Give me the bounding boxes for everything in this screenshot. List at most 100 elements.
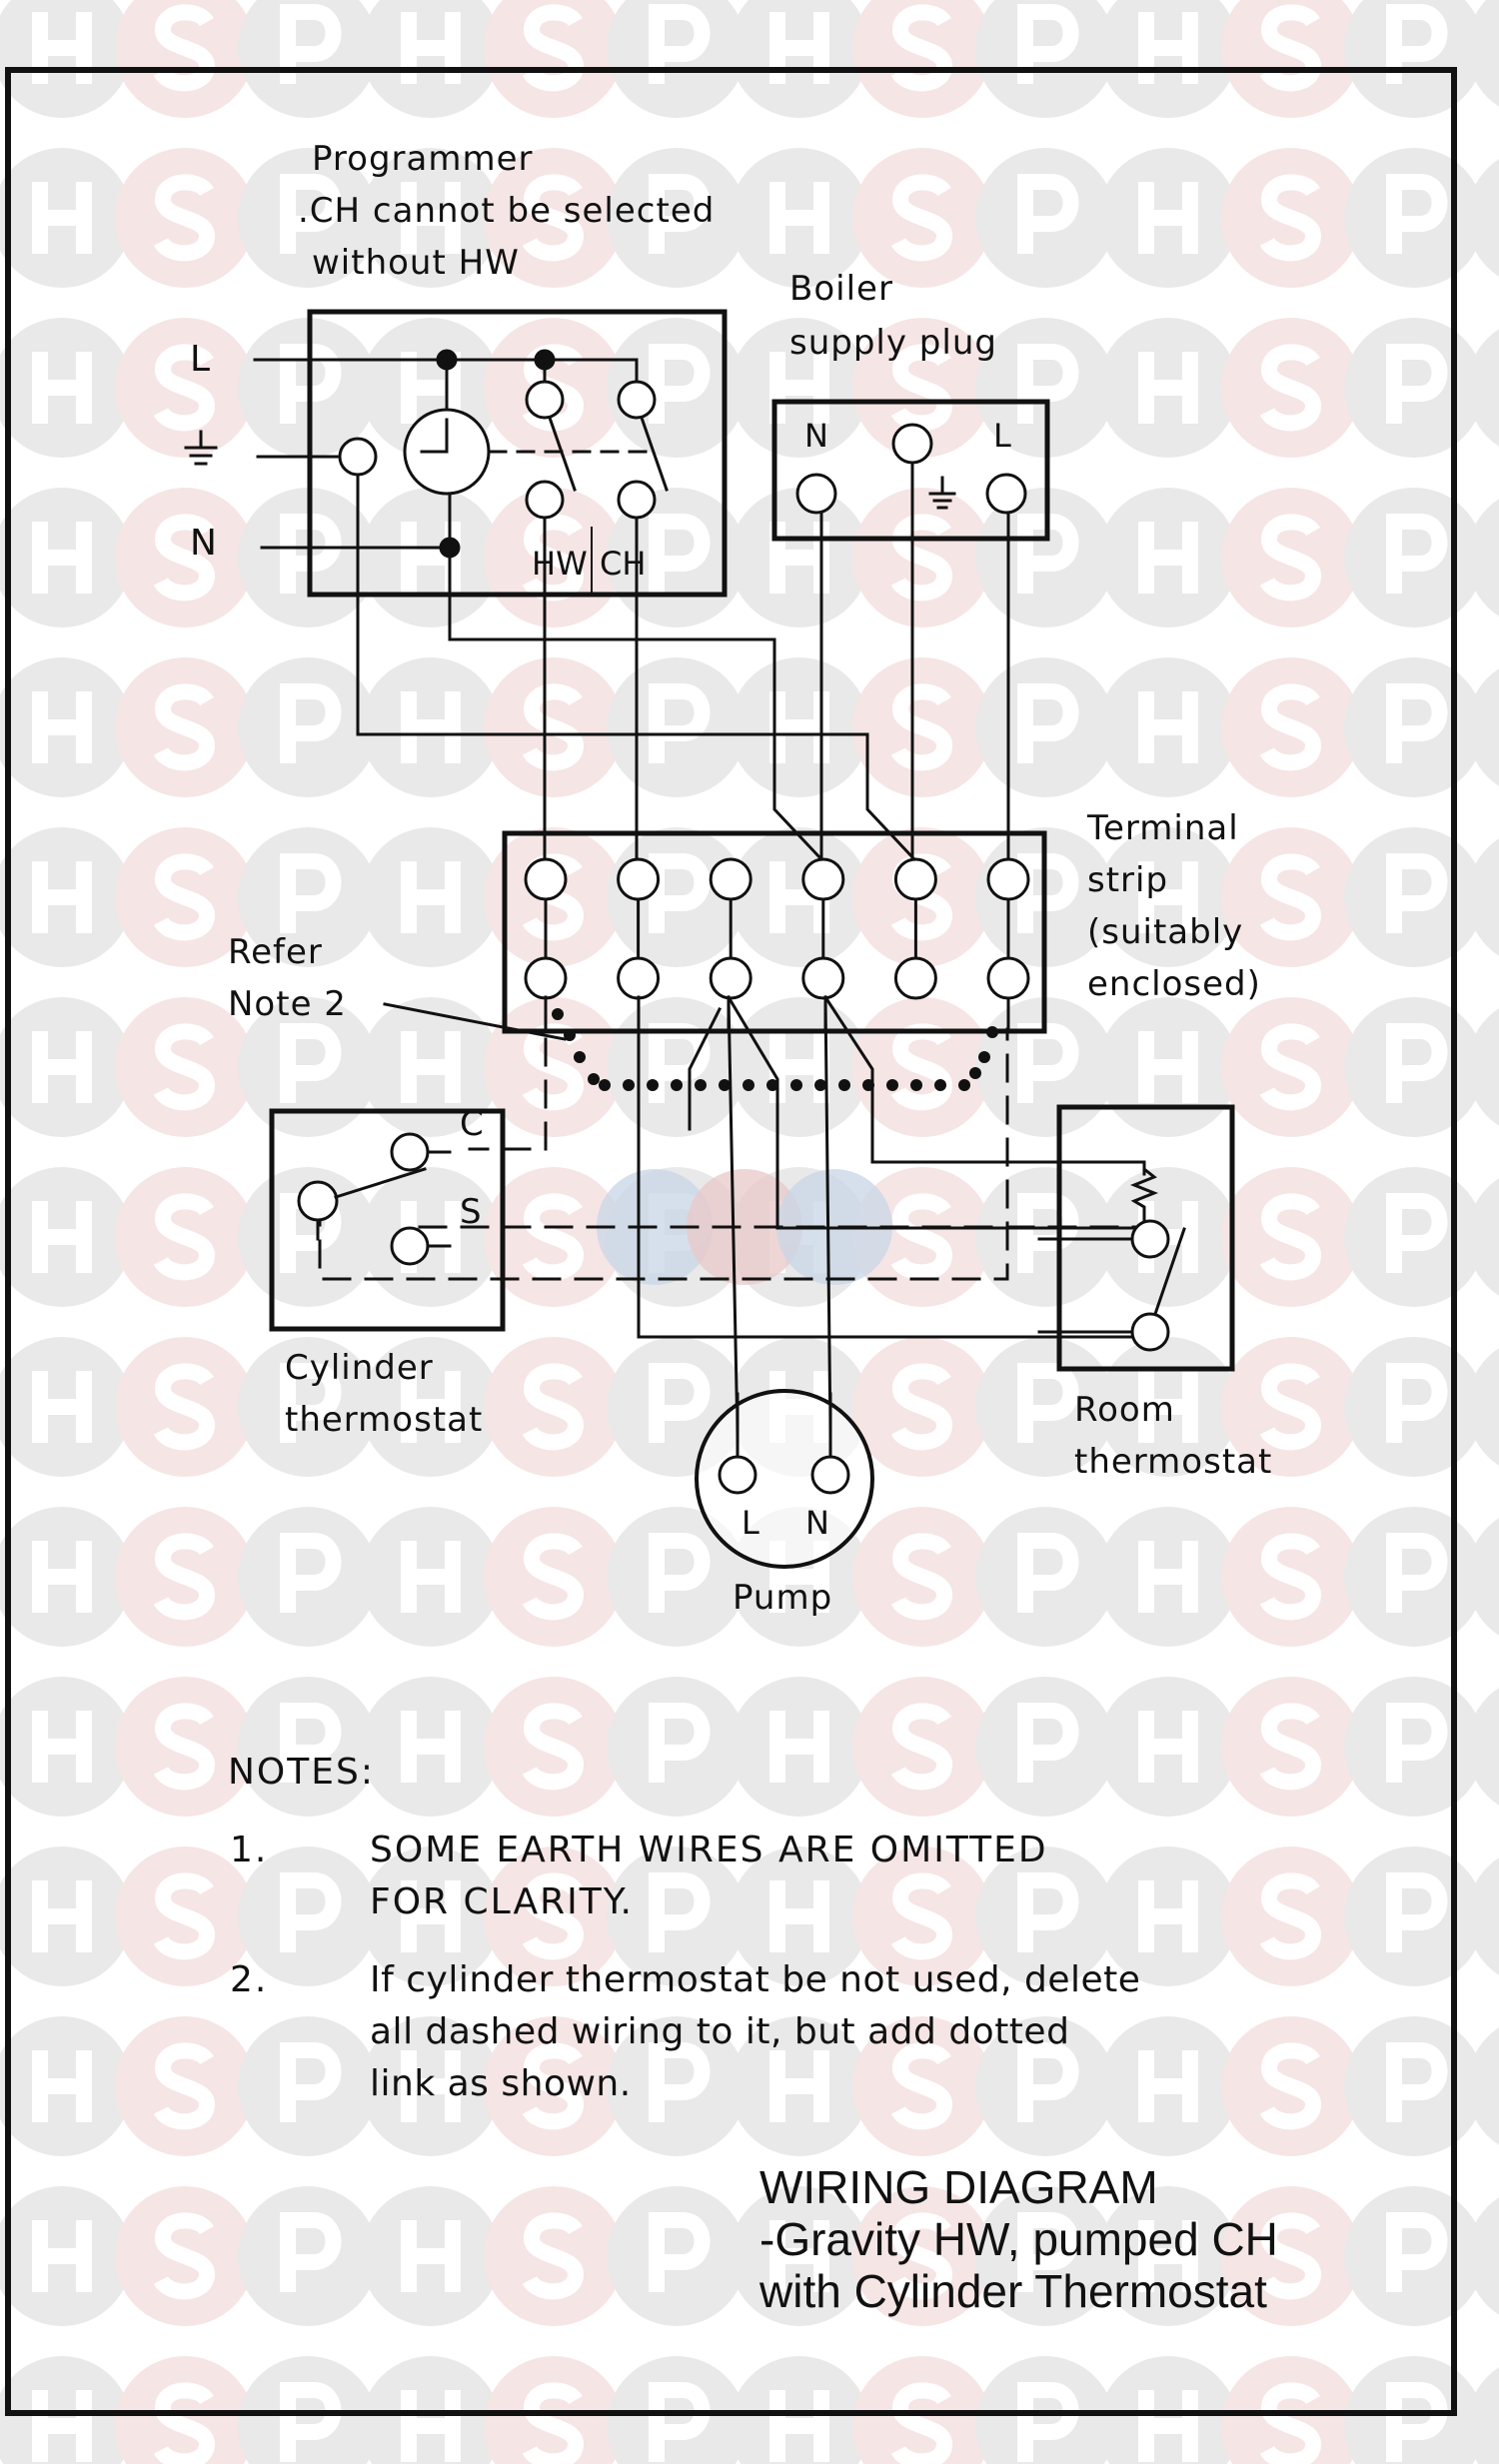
boiler-plug-subtitle: supply plug: [789, 323, 997, 363]
watermark-glyph-s: [153, 1533, 216, 1621]
ch-switch-blade: [640, 416, 669, 492]
watermark-glyph-h: [32, 1201, 92, 1273]
dotted-link-dot: [599, 1079, 611, 1091]
watermark-glyph-s: [153, 2042, 216, 2130]
pump: [695, 1389, 874, 1569]
watermark-glyph-s: [522, 2382, 585, 2464]
watermark-glyph-s: [1259, 853, 1322, 941]
watermark-circle: [1467, 0, 1499, 107]
watermark-glyph-h: [769, 2050, 829, 2122]
watermark-glyph-s: [1259, 1363, 1322, 1451]
watermark-glyph-h: [1138, 2220, 1198, 2292]
watermark-glyph-p: [1386, 1703, 1448, 1783]
watermark-glyph-p: [649, 683, 711, 763]
watermark-glyph-s: [153, 1363, 216, 1451]
watermark-glyph-h: [769, 2220, 829, 2292]
dotted-link-dot: [574, 1051, 586, 1063]
watermark-glyph-s: [1259, 1872, 1322, 1960]
watermark-glyph-p: [1017, 2042, 1079, 2122]
watermark-glyph-s: [153, 2212, 216, 2300]
dotted-link-dot: [862, 1079, 874, 1091]
watermark-circle: [1467, 1348, 1499, 1466]
watermark-glyph-s: [153, 853, 216, 941]
note-2-line3: link as shown.: [370, 2063, 632, 2104]
note-2-line1: If cylinder thermostat be not used, dele…: [370, 1959, 1141, 2000]
boiler-live-label: L: [993, 417, 1011, 455]
earth-terminal: [338, 437, 378, 477]
diagram-title-line3: with Cylinder Thermostat: [759, 2265, 1267, 2317]
watermark-glyph-s: [890, 2382, 953, 2464]
watermark-glyph-p: [649, 2212, 711, 2292]
watermark-circle: [1467, 499, 1499, 616]
watermark-glyph-h: [32, 1541, 92, 1613]
watermark-glyph-h: [401, 1031, 461, 1103]
watermark-glyph-h: [1138, 1880, 1198, 1952]
watermark-circle: [1467, 838, 1499, 956]
cylinder-switch-blade: [334, 1167, 427, 1199]
watermark-glyph-p: [1017, 174, 1079, 254]
note-2-number: 2.: [230, 1959, 269, 2000]
terminal-2-top: [617, 857, 661, 901]
terminal-1-bottom: [524, 956, 568, 1000]
hsp-logo: [597, 1169, 892, 1285]
watermark-glyph-s: [890, 1872, 953, 1960]
programmer-note-line1: .CH cannot be selected: [298, 191, 716, 231]
pump-neutral-terminal: [810, 1455, 850, 1495]
watermark-glyph-s: [890, 683, 953, 771]
diagram-title-line1: WIRING DIAGRAM: [759, 2161, 1158, 2213]
dotted-link-dot: [958, 1079, 970, 1091]
watermark-circle: [1467, 2027, 1499, 2145]
terminal-6-top: [986, 857, 1030, 901]
watermark-glyph-s: [153, 1193, 216, 1281]
watermark-glyph-h: [1138, 2050, 1198, 2122]
watermark-glyph-h: [1138, 861, 1198, 933]
watermark-glyph-h: [1138, 1541, 1198, 1613]
room-stat-switch-blade: [1153, 1227, 1186, 1316]
watermark-circle: [484, 0, 624, 118]
watermark-circle: [361, 0, 501, 118]
watermark-glyph-s: [1259, 1193, 1322, 1281]
cylinder-common-label: C: [460, 1104, 485, 1144]
watermark-glyph-s: [890, 2212, 953, 2300]
hw-switch-terminal-top: [525, 380, 565, 420]
watermark-glyph-h: [1138, 1711, 1198, 1783]
dotted-link-dot: [910, 1079, 922, 1091]
watermark-glyph-p: [280, 1363, 342, 1443]
watermark-circle: [1467, 1178, 1499, 1296]
programmer: [253, 309, 728, 598]
watermark-circle: [852, 0, 992, 118]
watermark-glyph-p: [649, 514, 711, 594]
cylinder-stat-subtitle: thermostat: [285, 1400, 484, 1440]
watermark-circle: [730, 0, 869, 118]
dotted-link-dot: [552, 1008, 564, 1020]
watermark-glyph-p: [280, 1533, 342, 1613]
hsp-logo-circle-s: [687, 1169, 802, 1285]
room-stat-subtitle: thermostat: [1074, 1442, 1273, 1482]
watermark-glyph-p: [280, 1023, 342, 1103]
watermark-circle: [1467, 1008, 1499, 1126]
pump-body: [695, 1389, 874, 1569]
watermark-glyph-s: [522, 174, 585, 262]
watermark-glyph-s: [1259, 174, 1322, 262]
watermark-glyph-p: [649, 1533, 711, 1613]
watermark-glyph-s: [522, 1363, 585, 1451]
watermark-glyph-p: [1017, 1703, 1079, 1783]
watermark-glyph-s: [1259, 4, 1322, 92]
watermark-glyph-h: [401, 861, 461, 933]
watermark-glyph-s: [890, 514, 953, 602]
watermark-glyph-p: [649, 853, 711, 933]
watermark-glyph-s: [153, 514, 216, 602]
watermark-glyph-p: [1386, 344, 1448, 424]
dotted-link-dot: [934, 1079, 946, 1091]
watermark-glyph-s: [1259, 683, 1322, 771]
watermark-glyph-h: [32, 691, 92, 763]
cylinder-satisfied-terminal: [390, 1226, 430, 1266]
ch-label: CH: [600, 545, 647, 583]
watermark-glyph-s: [1259, 1023, 1322, 1111]
hw-switch-blade: [548, 416, 577, 492]
watermark-glyph-p: [649, 2042, 711, 2122]
watermark-glyph-s: [1259, 2212, 1322, 2300]
watermark-circle: [1098, 0, 1238, 118]
terminal-5-top: [893, 857, 937, 901]
watermark-glyph-p: [280, 2042, 342, 2122]
